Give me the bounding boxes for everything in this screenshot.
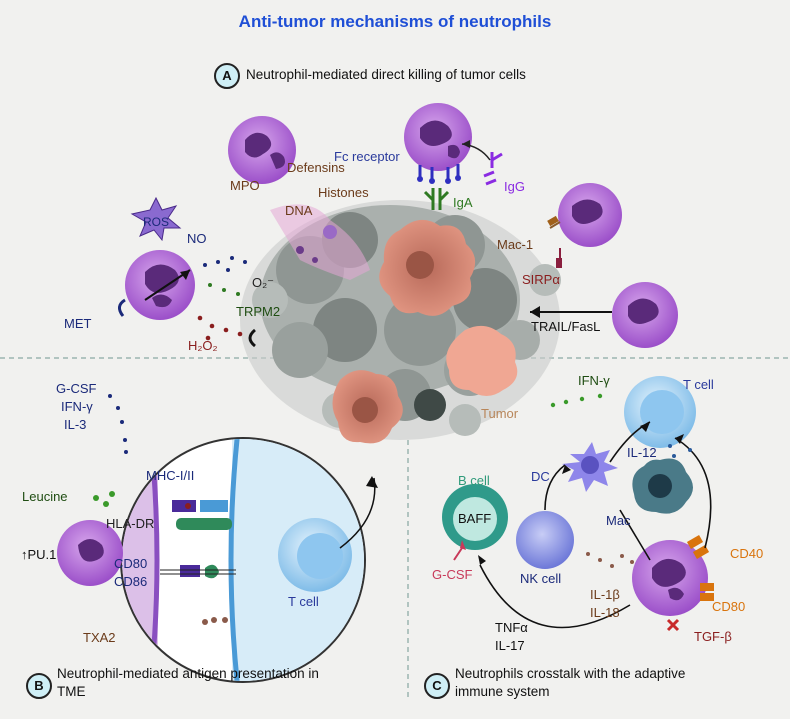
c-gcsf-label: G-CSF: [432, 567, 473, 582]
leucine-dots: [93, 491, 115, 507]
figure-title: Anti-tumor mechanisms of neutrophils: [238, 12, 552, 31]
baff-label: BAFF: [458, 511, 492, 526]
b-ifng-label: IFN-γ: [61, 399, 93, 414]
met-label: MET: [64, 316, 92, 331]
mhc-label: MHC-I/II: [146, 468, 195, 483]
h2o2-label: H₂O₂: [188, 338, 218, 353]
cd80-b-label: CD80: [114, 556, 148, 571]
section-c-heading-line2: immune system: [455, 684, 550, 699]
c-ifng-label: IFN-γ: [578, 373, 610, 388]
o2-label: O₂⁻: [252, 275, 275, 290]
b-t-cell: [278, 476, 378, 592]
mac1-label: Mac-1: [497, 237, 534, 252]
b-il3-label: IL-3: [64, 417, 87, 432]
nk-cell: [516, 511, 574, 569]
tgfb-label: TGF-β: [694, 629, 732, 644]
c-neutrophil: [632, 535, 714, 632]
b-gcsf-label: G-CSF: [56, 381, 97, 396]
section-b-badge: B: [26, 673, 52, 699]
igg-label: IgG: [504, 179, 525, 194]
ros-label: ROS: [143, 215, 170, 229]
section-a-heading: Neutrophil-mediated direct killing of tu…: [246, 67, 526, 82]
txa2-label: TXA2: [83, 630, 116, 645]
il12-label: IL-12: [627, 445, 657, 460]
iga-label: IgA: [453, 195, 473, 210]
c-arrowheads: [478, 422, 684, 565]
net-neutrophil: [228, 116, 370, 280]
dna-label: DNA: [285, 203, 313, 218]
no-label: NO: [187, 231, 207, 246]
b-cell: [442, 484, 508, 561]
mpo-label: MPO: [230, 178, 260, 193]
mac-cell: [632, 458, 693, 514]
trail-label: TRAIL/FasL: [531, 319, 601, 334]
trail-neutrophil: [530, 282, 678, 348]
c-tcell-label: T cell: [683, 377, 714, 392]
leucine-label: Leucine: [22, 489, 68, 504]
trpm2-label: TRPM2: [236, 304, 281, 319]
histones-label: Histones: [318, 185, 369, 200]
dc-cell: [562, 442, 618, 492]
ros-neutrophil: [118, 196, 256, 348]
c-t-cell: [624, 376, 696, 448]
cd40-label: CD40: [730, 546, 764, 561]
presenting-neutrophil: [57, 520, 123, 586]
b-cytokine-dots: [108, 394, 128, 454]
section-c-heading-line1: Neutrophils crosstalk with the adaptive: [455, 666, 686, 681]
pu1-label: ↑PU.1: [21, 547, 57, 562]
section-b-heading-line1: Neutrophil-mediated antigen presentation…: [57, 666, 319, 681]
c-il12-dots: [668, 444, 692, 458]
defensins-label: Defensins: [287, 160, 345, 175]
section-a-badge: A: [214, 63, 240, 89]
nkcell-label: NK cell: [520, 571, 562, 586]
mac-label: Mac: [606, 513, 631, 528]
section-c-badge: C: [424, 673, 450, 699]
mac1-neutrophil: [547, 183, 622, 268]
c-ifng-dots: [550, 393, 603, 408]
cd80-c-label: CD80: [712, 599, 746, 614]
fc-receptor-label: Fc receptor: [334, 149, 400, 164]
dc-label: DC: [531, 469, 550, 484]
tumor-label: Tumor: [481, 406, 519, 421]
fc-neutrophil: [404, 103, 503, 210]
b-tcell-label: T cell: [288, 594, 319, 609]
il1b-label: IL-1β: [590, 587, 620, 602]
tnfa-label: TNFα: [495, 620, 528, 635]
il17-label: IL-17: [495, 638, 525, 653]
section-b-heading-line2: TME: [57, 684, 86, 699]
c-il-dots: [586, 552, 634, 568]
hladr-label: HLA-DR: [106, 516, 155, 531]
sirpa-label: SIRPα: [522, 272, 560, 287]
bcell-label: B cell: [458, 473, 490, 488]
cd86-b-label: CD86: [114, 574, 148, 589]
il18-label: IL-18: [590, 605, 620, 620]
